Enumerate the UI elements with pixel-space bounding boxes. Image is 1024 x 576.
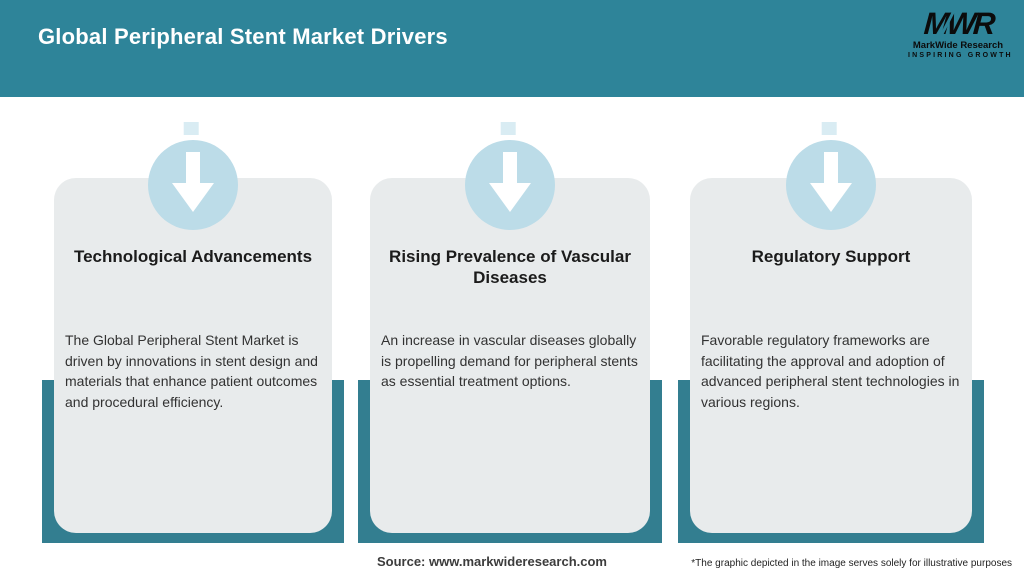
header-bar: Global Peripheral Stent Market Drivers M…: [0, 0, 1024, 97]
logo-monogram: MWR: [922, 6, 994, 41]
card-panel: [690, 178, 972, 533]
down-arrow-icon: [148, 140, 238, 230]
page-title: Global Peripheral Stent Market Drivers: [38, 24, 448, 49]
card-description: The Global Peripheral Stent Market is dr…: [65, 332, 318, 410]
card-panel: [370, 178, 650, 533]
arrow-tab-decoration: [183, 122, 199, 135]
disclaimer-text: *The graphic depicted in the image serve…: [691, 558, 1012, 569]
down-arrow-icon: [465, 140, 555, 230]
card-panel: [54, 178, 332, 533]
markwide-research-logo: MWR MarkWide Research INSPIRING GROWTH: [908, 6, 1013, 59]
driver-card-regulatory-support: Regulatory Support Favorable regulatory …: [678, 122, 984, 543]
down-arrow-icon: [786, 140, 876, 230]
driver-card-rising-prevalence: Rising Prevalence of Vascular Diseases A…: [358, 122, 662, 543]
logo-tagline: INSPIRING GROWTH: [908, 52, 1013, 59]
driver-card-technological-advancements: Technological Advancements The Global Pe…: [42, 122, 344, 543]
source-text: Source: www.markwideresearch.com: [376, 554, 607, 569]
card-description: Favorable regulatory frameworks are faci…: [701, 332, 960, 410]
card-description: An increase in vascular diseases globall…: [381, 332, 638, 389]
logo-monogram-text: MWR: [922, 6, 994, 41]
card-title: Regulatory Support: [751, 247, 911, 266]
card-title: Rising Prevalence of Vascular Diseases: [389, 247, 631, 287]
logo-company-name: MarkWide Research: [912, 40, 1004, 51]
arrow-tab-decoration: [821, 122, 837, 135]
arrow-tab-decoration: [500, 122, 516, 135]
card-title: Technological Advancements: [73, 247, 313, 266]
